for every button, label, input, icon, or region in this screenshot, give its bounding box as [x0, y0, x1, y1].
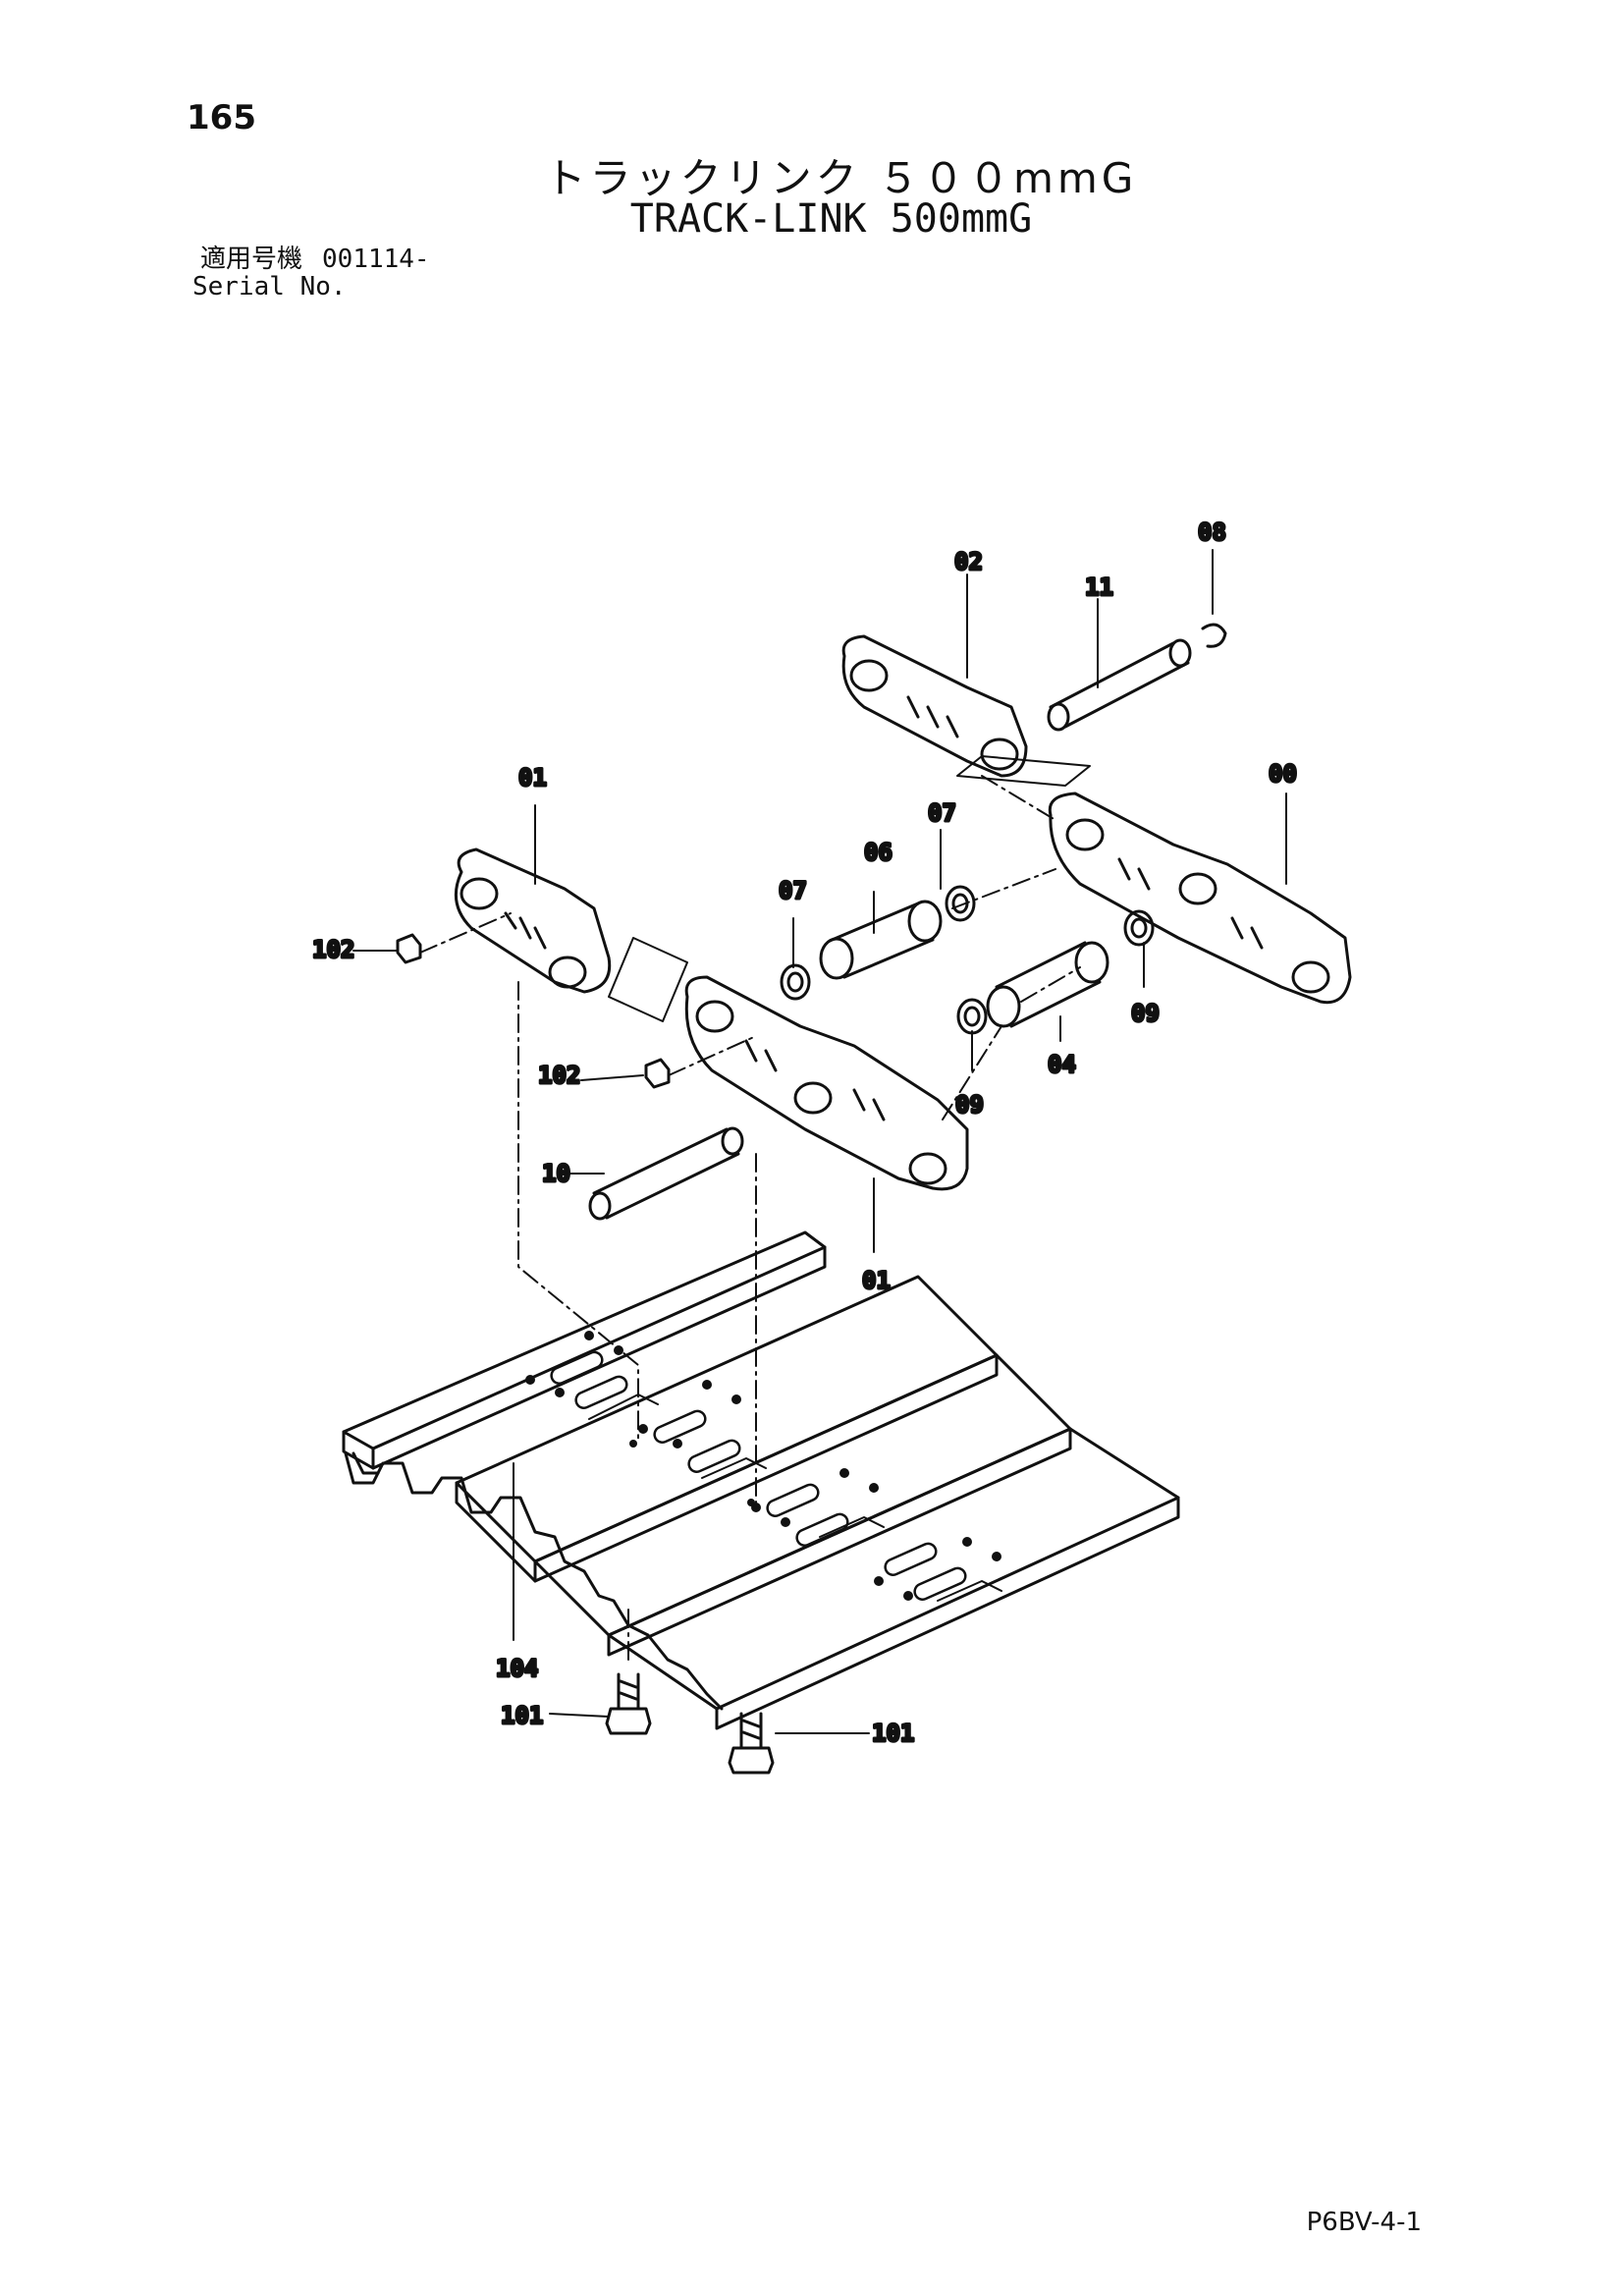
document-code: P6BV-4-1	[1306, 2208, 1422, 2237]
callout-07-left: 07	[779, 877, 807, 904]
track-link-02	[841, 634, 1028, 778]
bolts-101	[605, 1672, 775, 1775]
callout-11: 11	[1085, 574, 1113, 601]
callout-01-center: 01	[862, 1267, 891, 1294]
serial-value: 001114-	[322, 245, 430, 274]
callout-labels: 00 01 01 02 04 06 07 07 08 09 09 10 11 1…	[311, 518, 1299, 1749]
serial-label-japanese: 適用号機	[200, 245, 303, 274]
seals-and-rings	[780, 623, 1227, 1035]
bushing-04	[986, 941, 1109, 1028]
callout-102-center: 102	[538, 1062, 580, 1089]
alignment-lines	[419, 775, 1081, 1661]
page-title-english: TRACK-LINK 500mmG	[629, 196, 1033, 242]
shim-plates	[608, 755, 1091, 1022]
nuts-102	[396, 933, 671, 1089]
serial-number-block: 適用号機 001114- Serial No.	[192, 246, 430, 301]
callout-06: 06	[864, 839, 893, 866]
callout-04: 04	[1048, 1051, 1076, 1078]
callout-104: 104	[496, 1655, 538, 1682]
callout-09-right: 09	[1131, 1000, 1160, 1027]
callout-02: 02	[954, 548, 983, 575]
serial-label-english: Serial No.	[192, 272, 347, 301]
track-link-01-left	[454, 847, 612, 994]
callout-09-left: 09	[955, 1091, 984, 1119]
pin-10	[588, 1126, 744, 1221]
track-link-00	[1048, 792, 1352, 1005]
callout-01-left: 01	[518, 764, 547, 792]
callout-00: 00	[1269, 760, 1297, 788]
callout-07-right: 07	[928, 799, 956, 827]
track-link-01-center	[684, 975, 969, 1191]
leader-lines	[352, 549, 1287, 1734]
pin-11	[1047, 638, 1192, 732]
bushing-06	[819, 900, 943, 980]
page-number: 165	[187, 98, 256, 137]
callout-101-right: 101	[872, 1720, 914, 1747]
page-title-japanese: トラックリンク ５００mmG	[544, 154, 1138, 202]
callout-101-left: 101	[501, 1702, 543, 1729]
callout-08: 08	[1198, 519, 1226, 546]
track-shoe-assembly	[342, 1230, 1180, 1730]
callout-10: 10	[542, 1160, 570, 1187]
callout-102-left: 102	[312, 936, 354, 963]
